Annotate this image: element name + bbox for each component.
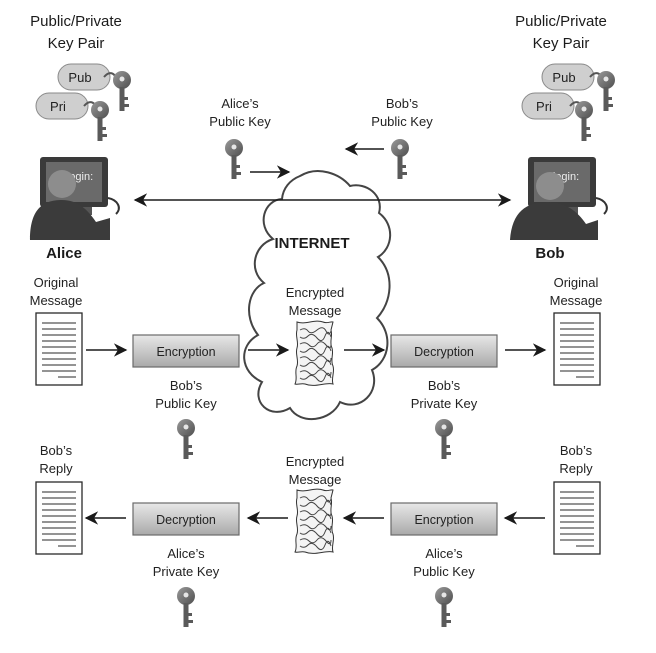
flow1-encrypted-msg-label-1: Encrypted — [286, 285, 345, 300]
flow2-enc-key-icon — [435, 587, 453, 627]
right-keypair-icon: Pub Pri — [521, 63, 615, 141]
flow2-encrypted-msg-label-1: Encrypted — [286, 454, 345, 469]
flow2-dec-key-icon — [177, 587, 195, 627]
flow1-enc-key-label-2: Public Key — [155, 396, 217, 411]
original-message-right-label-1: Original — [554, 275, 599, 290]
bobs-reply-right-label-1: Bob’s — [560, 443, 593, 458]
original-message-left-doc-icon — [35, 312, 83, 386]
alice-public-key-label-2: Public Key — [209, 114, 271, 129]
flow2-decryption-label: Decryption — [156, 513, 216, 527]
left-keypair-title-1: Public/Private — [30, 13, 122, 30]
flow2-decryption-box: Decryption — [132, 502, 240, 536]
bobs-reply-left-label-2: Reply — [39, 461, 73, 476]
flow1-encryption-label: Encryption — [156, 345, 215, 359]
original-message-left-label-2: Message — [30, 293, 83, 308]
bob-public-key-icon — [391, 139, 409, 179]
right-keypair-title-2: Key Pair — [533, 35, 590, 52]
internet-cloud — [243, 170, 392, 421]
bobs-reply-right-label-2: Reply — [559, 461, 593, 476]
alice-label: Alice — [46, 245, 82, 262]
flow1-encryption-box: Encryption — [132, 334, 240, 368]
flow1-encrypted-message-icon — [294, 320, 335, 386]
bob-avatar — [510, 172, 598, 240]
bob-public-key-label-2: Public Key — [371, 114, 433, 129]
left-keypair-icon: Pub Pri — [35, 63, 131, 141]
bobs-reply-right-doc-icon — [553, 481, 601, 555]
flow1-decryption-box: Decryption — [390, 334, 498, 368]
flow2-encrypted-msg-label-2: Message — [289, 472, 342, 487]
right-keypair-title-1: Public/Private — [515, 13, 607, 30]
alice-avatar — [30, 170, 110, 240]
flow2-enc-key-label-2: Public Key — [413, 564, 475, 579]
flow2-enc-key-label-1: Alice’s — [425, 546, 463, 561]
bobs-reply-left-label-1: Bob’s — [40, 443, 73, 458]
left-pri-tag: Pri — [50, 99, 66, 114]
original-message-left-label-1: Original — [34, 275, 79, 290]
flow1-dec-key-label-1: Bob’s — [428, 378, 461, 393]
alice-public-key-label-1: Alice’s — [221, 96, 259, 111]
internet-label: INTERNET — [275, 235, 350, 252]
flow2-dec-key-label-1: Alice’s — [167, 546, 205, 561]
bob-label: Bob — [535, 245, 564, 262]
flow1-encrypted-msg-label-2: Message — [289, 303, 342, 318]
bobs-reply-left-doc-icon — [35, 481, 83, 555]
flow2-encryption-box: Encryption — [390, 502, 498, 536]
left-pub-tag: Pub — [68, 70, 91, 85]
flow1-enc-key-label-1: Bob’s — [170, 378, 203, 393]
flow2-dec-key-label-2: Private Key — [153, 564, 220, 579]
flow2-encrypted-message-icon — [294, 488, 335, 554]
flow1-decryption-label: Decryption — [414, 345, 474, 359]
alice-public-key-icon — [225, 139, 243, 179]
flow1-enc-key-icon — [177, 419, 195, 459]
left-keypair-title-2: Key Pair — [48, 35, 105, 52]
flow2-encryption-label: Encryption — [414, 513, 473, 527]
right-pub-tag: Pub — [552, 70, 575, 85]
original-message-right-label-2: Message — [550, 293, 603, 308]
right-pri-tag: Pri — [536, 99, 552, 114]
original-message-right-doc-icon — [553, 312, 601, 386]
flow1-dec-key-icon — [435, 419, 453, 459]
flow1-dec-key-label-2: Private Key — [411, 396, 478, 411]
bob-public-key-label-1: Bob’s — [386, 96, 419, 111]
